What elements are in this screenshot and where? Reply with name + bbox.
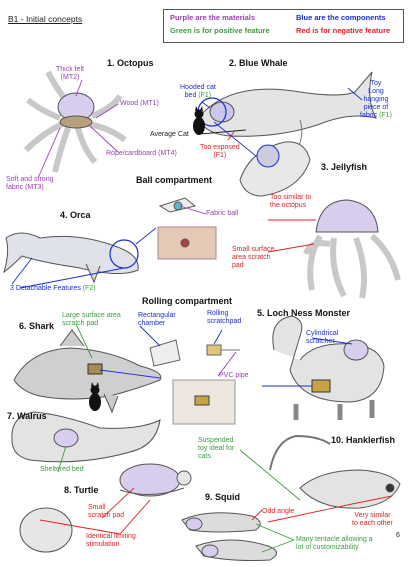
average-cat-label: Average Cat <box>150 131 189 138</box>
legend-red: Red is for negative feature <box>296 26 391 35</box>
pvc-pipe-label: PVC pipe <box>219 372 249 379</box>
octopus-wood-label: Wood (MT1) <box>120 100 159 107</box>
octopus-title: 1. Octopus <box>107 58 154 68</box>
rolling-compartment-title: Rolling compartment <box>142 296 233 306</box>
annotation-lines <box>11 79 393 553</box>
shark-title: 6. Shark <box>19 321 55 331</box>
walrus-sketch <box>11 411 161 463</box>
color-legend: Purple are the materials Blue are the co… <box>163 9 404 43</box>
rolling-compartment-sketch <box>149 339 240 425</box>
walrus-sheltered-label: Sheltered bed <box>40 466 84 473</box>
squid-odd-angle-label: Odd angle <box>262 508 295 515</box>
orca-title: 4. Orca <box>60 210 91 220</box>
blue-whale-exposed-label: Too exposed(F1) <box>200 144 240 160</box>
blue-whale-sketch <box>197 71 377 157</box>
page-title: B1 - Initial concepts <box>8 14 83 24</box>
legend-green: Green is for positive feature <box>170 26 270 35</box>
orca-sketch <box>3 232 139 284</box>
jellyfish-title: 3. Jellyfish <box>321 162 368 172</box>
hanklerfish-sketch <box>269 434 401 509</box>
squid-sketch <box>181 512 277 561</box>
hanklerfish-title: 10. Hanklerfish <box>331 435 396 445</box>
orca-detachable-label: 3 Detachable Features (F2) <box>10 285 96 292</box>
legend-purple: Purple are the materials <box>170 13 256 22</box>
ball-compartment-fish-sketch <box>157 141 311 260</box>
blue-whale-title: 2. Blue Whale <box>229 58 288 68</box>
loch-ness-sketch <box>272 315 385 420</box>
turtle-sketch <box>19 463 192 553</box>
loch-ness-title: 5. Loch Ness Monster <box>257 308 351 318</box>
jellyfish-sketch <box>303 199 401 299</box>
walrus-title: 7. Walrus <box>7 411 47 421</box>
legend-blue: Blue are the components <box>296 13 386 22</box>
squid-title: 9. Squid <box>205 492 241 502</box>
octopus-sketch <box>23 70 127 173</box>
cat-silhouette-icon <box>89 382 101 411</box>
ball-compartment-title: Ball compartment <box>136 175 213 185</box>
octopus-thick-felt-label: Thick felt(MT2) <box>56 66 85 82</box>
octopus-rope-label: Rope/cardboard (MT4) <box>106 150 177 157</box>
fabric-ball-label: Fabric ball <box>206 210 239 217</box>
cat-silhouette-icon <box>193 106 205 135</box>
shark-sketch <box>13 329 162 414</box>
page-number: 6 <box>396 532 400 539</box>
turtle-title: 8. Turtle <box>64 485 99 495</box>
